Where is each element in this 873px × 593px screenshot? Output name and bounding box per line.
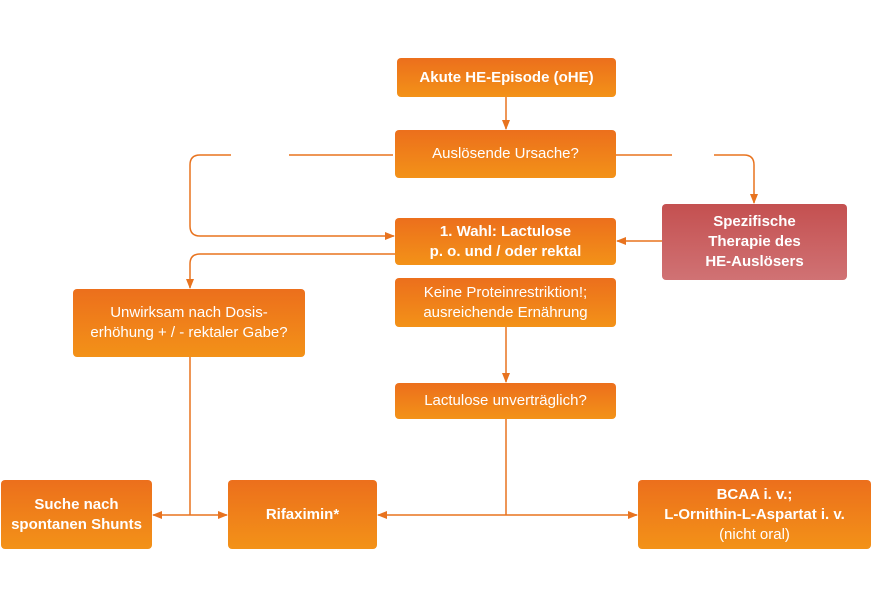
- node-text: Keine Proteinrestriktion!;: [423, 283, 588, 301]
- node-text: p. o. und / oder rektal: [429, 242, 582, 260]
- node-text: 1. Wahl: Lactulose: [439, 222, 572, 240]
- node-rifaximin: Rifaximin*: [228, 480, 377, 549]
- node-text: Rifaximin*: [265, 505, 340, 523]
- node-text: ausreichende Ernährung: [423, 303, 588, 321]
- node-text: erhöhung + / - rektaler Gabe?: [90, 324, 288, 341]
- node-bcaa-lola: BCAA i. v.; L-Ornithin-L-Aspartat i. v. …: [638, 480, 871, 549]
- node-text: spontanen Shunts: [11, 515, 142, 533]
- node-text: Auslösende Ursache?: [432, 145, 579, 162]
- node-ausloesende-ursache: Auslösende Ursache?: [395, 130, 616, 178]
- node-akute-he-episode: Akute HE-Episode (oHE): [397, 58, 616, 97]
- node-text: BCAA i. v.;: [716, 485, 793, 503]
- node-text: Unwirksam nach Dosis-: [110, 304, 268, 321]
- arrow-ausloesende-to-spezifische: [714, 154, 758, 204]
- node-text: Lactulose unverträglich?: [424, 392, 587, 409]
- node-spezifische-therapie: Spezifische Therapie des HE-Auslösers: [662, 204, 847, 280]
- node-text: Therapie des: [708, 233, 801, 250]
- node-text: Suche nach: [34, 495, 119, 513]
- node-lactulose-unvertraeglich: Lactulose unverträglich?: [395, 383, 616, 419]
- arrow-ausloesende-to-lactulose: [189, 154, 395, 240]
- node-unwirksam: Unwirksam nach Dosis- erhöhung + / - rek…: [73, 289, 305, 357]
- node-text: Spezifische: [713, 213, 796, 230]
- node-text: Akute HE-Episode (oHE): [419, 68, 594, 86]
- node-keine-proteinrestriktion: Keine Proteinrestriktion!; ausreichende …: [395, 278, 616, 327]
- arrow-lactulose-to-unwirksam: [186, 253, 395, 289]
- node-suche-shunts: Suche nach spontanen Shunts: [1, 480, 152, 549]
- node-lactulose-first-choice: 1. Wahl: Lactulose p. o. und / oder rekt…: [395, 218, 616, 265]
- node-text: (nicht oral): [719, 525, 790, 543]
- node-text: HE-Auslösers: [705, 253, 804, 270]
- node-text: L-Ornithin-L-Aspartat i. v.: [664, 505, 845, 523]
